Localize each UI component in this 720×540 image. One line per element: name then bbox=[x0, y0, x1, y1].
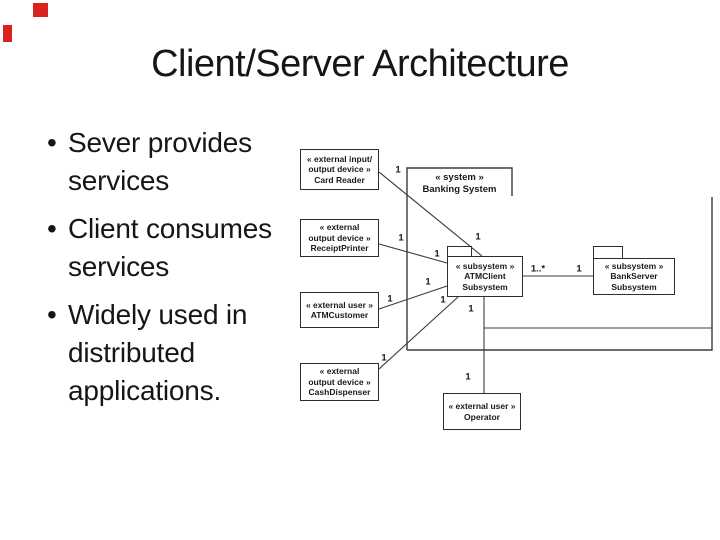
multiplicity-label: 1 bbox=[576, 263, 582, 275]
uml-node-label-line: ATMClient bbox=[464, 271, 506, 282]
association-line bbox=[378, 285, 448, 310]
association-line bbox=[378, 296, 459, 370]
uml-node-label-line: output device » bbox=[308, 232, 371, 243]
uml-node-label-line: output device » bbox=[308, 376, 371, 387]
uml-node-card-reader: « external input/output device »Card Rea… bbox=[300, 149, 379, 190]
multiplicity-label: 1 bbox=[440, 294, 446, 306]
red-accent-mark bbox=[33, 3, 48, 17]
uml-node-label-line: « subsystem » bbox=[455, 260, 515, 271]
multiplicity-label: 1 bbox=[465, 371, 471, 383]
uml-node-label-line: « external bbox=[319, 222, 360, 233]
multiplicity-label: 1 bbox=[381, 352, 387, 364]
uml-node-label-line: CashDispenser bbox=[308, 387, 371, 398]
uml-node-label-line: « external bbox=[319, 366, 360, 377]
uml-node-label-line: BankServer bbox=[610, 271, 658, 282]
slide-title: Client/Server Architecture bbox=[151, 43, 569, 85]
uml-node-label-line: ReceiptPrinter bbox=[310, 243, 369, 254]
system-label-line: Banking System bbox=[422, 183, 497, 195]
uml-node-operator: « external user »Operator bbox=[443, 393, 521, 430]
uml-node-label-line: « external input/ bbox=[306, 153, 373, 164]
uml-node-label-line: « external user » bbox=[305, 299, 374, 310]
bullet-line: services bbox=[68, 165, 170, 196]
uml-node-label-line: Subsystem bbox=[462, 281, 508, 292]
bullet-item: Sever provides services bbox=[47, 124, 272, 200]
uml-node-label-line: « subsystem » bbox=[604, 260, 664, 271]
multiplicity-label: 1 bbox=[425, 276, 431, 288]
multiplicity-label: 1 bbox=[387, 293, 393, 305]
multiplicity-label: 1 bbox=[468, 303, 474, 315]
bullet-list: Sever provides services Client consumes … bbox=[47, 124, 272, 420]
bullet-line: Client consumes bbox=[68, 213, 272, 244]
system-boundary-line bbox=[407, 197, 713, 351]
multiplicity-label: 1 bbox=[475, 231, 481, 243]
uml-node-label-line: output device » bbox=[308, 164, 371, 175]
multiplicity-label: 1 bbox=[434, 248, 440, 260]
system-label-line: « system » bbox=[435, 172, 484, 183]
bullet-line: Sever provides bbox=[68, 127, 252, 158]
red-accent-mark bbox=[3, 25, 12, 42]
uml-node-label-line: Operator bbox=[464, 411, 500, 422]
bullet-line: services bbox=[68, 251, 170, 282]
association-line bbox=[378, 243, 448, 264]
multiplicity-label: 1 bbox=[398, 232, 404, 244]
uml-node-atm-customer: « external user »ATMCustomer bbox=[300, 292, 379, 328]
uml-node-label-line: Card Reader bbox=[314, 174, 365, 185]
uml-node-label-line: ATMCustomer bbox=[310, 310, 369, 320]
multiplicity-label: 1 bbox=[395, 164, 401, 176]
bullet-line: applications. bbox=[68, 375, 222, 406]
association-line bbox=[378, 171, 483, 257]
bullet-line: distributed bbox=[68, 337, 195, 368]
bullet-line: Widely used in bbox=[68, 299, 248, 330]
multiplicity-label: 1..* bbox=[530, 263, 546, 275]
uml-node-label-line: Subsystem bbox=[611, 281, 657, 292]
bullet-item: Widely used in distributed applications. bbox=[47, 296, 272, 410]
uml-node-label-line: « external user » bbox=[448, 401, 516, 411]
bullet-item: Client consumes services bbox=[47, 210, 272, 286]
system-label: « system »Banking System bbox=[407, 172, 512, 195]
system-boundary-line bbox=[406, 167, 513, 350]
